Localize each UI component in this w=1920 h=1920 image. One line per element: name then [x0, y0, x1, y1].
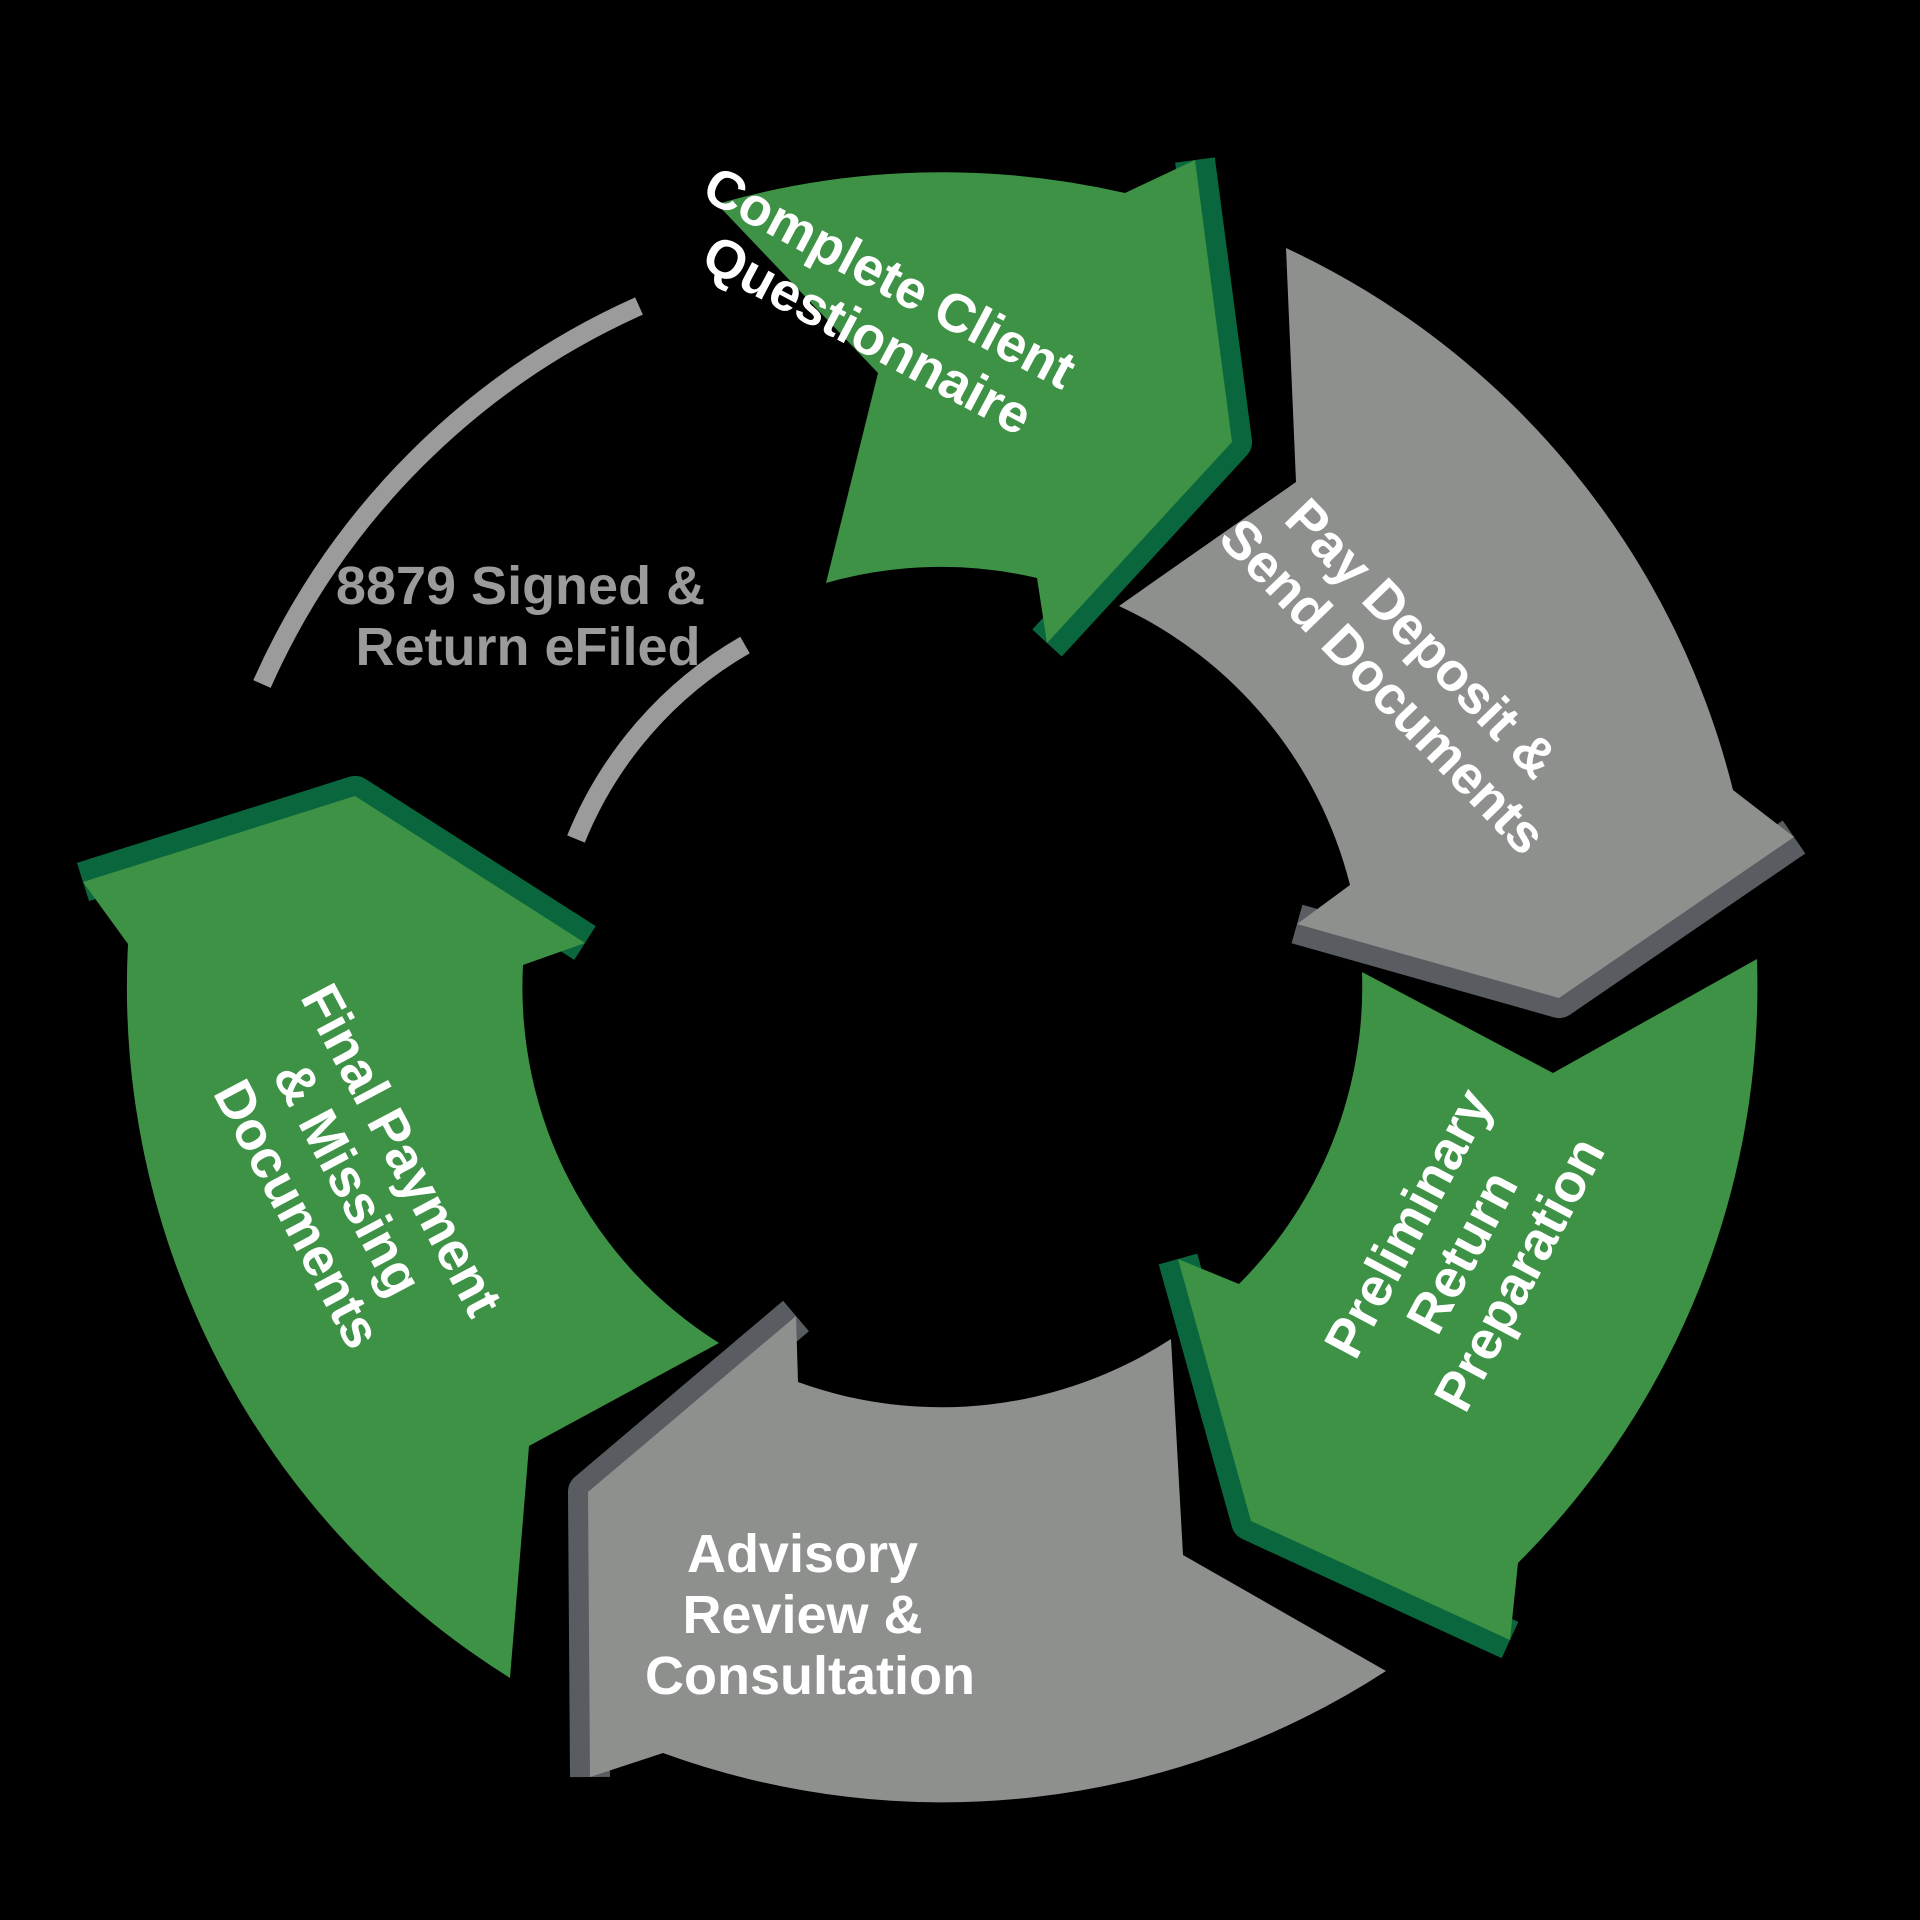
step-final-payment-missing-documents: Final Payment & Missing Documents: [76, 776, 719, 1678]
ghost-arc-inner: [567, 636, 750, 843]
step-advisory-review-consultation: Advisory Review & Consultation: [568, 1300, 1386, 1803]
segment-body-final-payment-missing-documents: [83, 796, 719, 1678]
label-line: Return eFiled: [355, 617, 700, 677]
segment-body-preliminary-return-preparation: [1178, 959, 1758, 1640]
label-line: Advisory: [687, 1524, 918, 1584]
label-line: 8879 Signed &: [336, 556, 705, 616]
segment-body-complete-client-questionnaire: [717, 160, 1232, 643]
segment-body-pay-deposit-send-documents: [1119, 248, 1794, 998]
ghost-arc-outer: [253, 297, 643, 688]
label-advisory-review-consultation: Advisory Review & Consultation: [645, 1524, 975, 1706]
label-line: Consultation: [645, 1646, 975, 1706]
step-pay-deposit-send-documents: Pay Deposit & Send Documents: [1119, 248, 1806, 1018]
step-complete-client-questionnaire: Complete Client Questionnaire: [693, 155, 1252, 657]
label-line: Review &: [682, 1585, 922, 1645]
step-preliminary-return-preparation: Preliminary Return Preparation: [1158, 959, 1758, 1659]
segment-body-advisory-review-consultation: [588, 1316, 1386, 1803]
step-8879-signed-return-efiled: 8879 Signed & Return eFiled: [253, 297, 750, 843]
label-8879-signed-return-efiled: 8879 Signed & Return eFiled: [336, 556, 720, 677]
